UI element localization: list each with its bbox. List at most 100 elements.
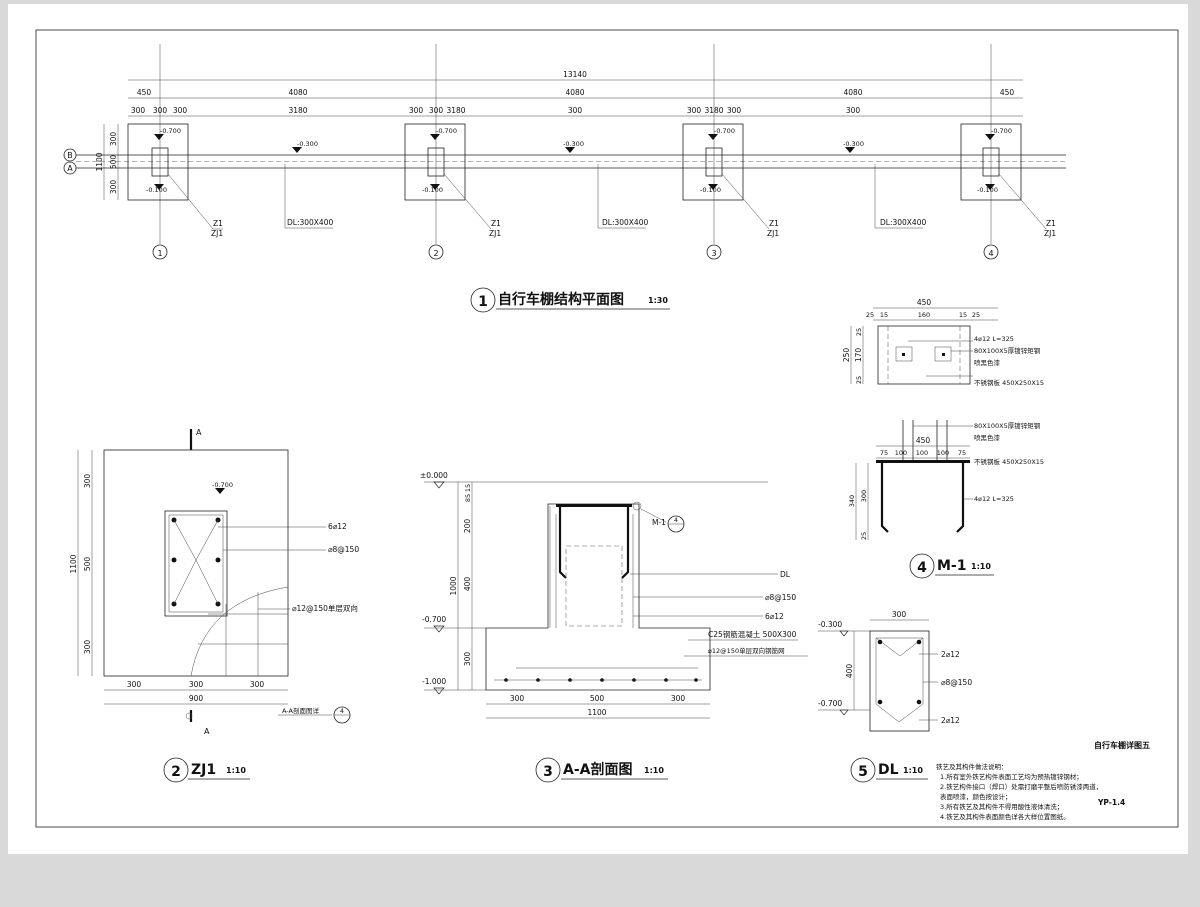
tie-line bbox=[195, 519, 219, 561]
m1-label-top-0: 4⌀12 L=325 bbox=[974, 335, 1014, 343]
side-dim-3: 1100 bbox=[95, 152, 104, 171]
drawing-border bbox=[35, 29, 1179, 828]
zj1-bar-0: 6⌀12 bbox=[328, 522, 347, 531]
rebar-dot bbox=[568, 678, 572, 682]
notes-heading: 铁艺及其构件做法说明： bbox=[936, 762, 1008, 771]
title-bubble-2 bbox=[163, 757, 189, 783]
elev-marks: -0.700 -0.100 -0.700 -0.100 -0.700 -0.10… bbox=[146, 127, 1012, 194]
section-cut-dot bbox=[185, 712, 193, 720]
embed-plate bbox=[556, 504, 632, 507]
m1-tube bbox=[895, 346, 913, 362]
sec-dim-5: 300 bbox=[463, 652, 472, 667]
plan-title: 自行车棚结构平面图 bbox=[498, 291, 624, 308]
leader-zj1-1 bbox=[167, 173, 214, 230]
m1-label-top-3: 不锈钢板 450X250X15 bbox=[974, 378, 1044, 387]
zj1-label-3: ZJ1 bbox=[767, 229, 779, 238]
dl-title: DL bbox=[878, 762, 899, 778]
elev-triangle bbox=[708, 134, 718, 140]
m1-side-dim-2: 250 bbox=[842, 348, 851, 363]
m1-anchor-left bbox=[880, 463, 889, 533]
m1-label-top-1: 80X100X5厚镀锌矩钢 bbox=[974, 346, 1041, 355]
sec-elev-0: ±0.000 bbox=[420, 471, 448, 480]
rebar-dot bbox=[877, 639, 883, 645]
m1-tube bbox=[934, 346, 952, 362]
z1-label-3: Z1 bbox=[769, 219, 779, 228]
section-aa: ±0.000 -0.700 -1.000 15 85 200 400 bbox=[420, 471, 808, 783]
m1-plate bbox=[877, 325, 971, 385]
zj1-dim-side-3: 1100 bbox=[69, 554, 78, 573]
ref-leader bbox=[640, 508, 667, 523]
zj1-bar-2: ⌀12@150单层双向 bbox=[292, 603, 358, 613]
footing-2 bbox=[404, 123, 466, 201]
rebar-dot bbox=[504, 678, 508, 682]
axis-4-bubble bbox=[983, 244, 999, 260]
m1-top-dim-2: 15 bbox=[880, 311, 888, 319]
dim-total: 13140 bbox=[563, 70, 587, 79]
m1-bar bbox=[942, 353, 945, 356]
m1-anchor-right bbox=[956, 463, 965, 533]
m1-top-dim-4: 15 bbox=[959, 311, 967, 319]
column-2 bbox=[427, 147, 445, 177]
dl-top-dim: 300 bbox=[892, 610, 907, 619]
sec-dim-2: 200 bbox=[463, 519, 472, 534]
title-number-5: 5 bbox=[858, 764, 868, 780]
section-mark-bottom: A bbox=[204, 727, 210, 736]
elev-beam-1: -0.300 bbox=[297, 140, 318, 148]
dim-row2-3: 4080 bbox=[843, 88, 862, 97]
notes-line-3: 3.所有铁艺及其构件不得用酸性液体清洗； bbox=[940, 802, 1063, 811]
sheet-title: 自行车棚详图五 bbox=[1094, 740, 1150, 750]
notes-line-0: 1.所有室外铁艺构件表面工艺均为预热镀锌钢材； bbox=[940, 772, 1083, 781]
elev-beam-3: -0.300 bbox=[843, 140, 864, 148]
m1-side-dim-0: 25 bbox=[855, 328, 863, 336]
dim-row3-11: 300 bbox=[846, 106, 861, 115]
title-bubble-1 bbox=[470, 287, 496, 313]
plan-scale: 1:30 bbox=[648, 296, 668, 305]
elev-top-3: -0.700 bbox=[714, 127, 735, 135]
axis-3-label: 3 bbox=[711, 249, 716, 258]
leader-zj1-3 bbox=[721, 173, 770, 230]
m1-title: M-1 bbox=[937, 558, 966, 574]
m1-bar bbox=[902, 353, 905, 356]
dl-beam bbox=[869, 630, 930, 732]
zj1-title: ZJ1 bbox=[191, 762, 216, 778]
axis-2-label: 2 bbox=[433, 249, 438, 258]
footing-section bbox=[485, 503, 711, 691]
dim-row3-4: 300 bbox=[409, 106, 424, 115]
rebar-dot bbox=[632, 678, 636, 682]
anchor-bar-right bbox=[621, 507, 630, 579]
elev-triangle bbox=[985, 184, 995, 190]
dim-row2-1: 4080 bbox=[288, 88, 307, 97]
zj1-dim-bottom-0: 300 bbox=[127, 680, 142, 689]
leader-zj1-2 bbox=[443, 173, 492, 230]
m1-label-bot-0: 80X100X5厚镀锌矩钢 bbox=[974, 421, 1041, 430]
title-number-1: 1 bbox=[478, 294, 488, 310]
axis-4-label: 4 bbox=[988, 249, 993, 258]
dim-row3-7: 300 bbox=[568, 106, 583, 115]
elev-bottom-1: -0.100 bbox=[146, 186, 167, 194]
zj1-dim-bottom-3: 900 bbox=[189, 694, 204, 703]
elev-triangle bbox=[708, 184, 718, 190]
sec-elev-2: -1.000 bbox=[422, 677, 446, 686]
sec-ref-mark: M-1 bbox=[652, 518, 666, 527]
m1-plate-elev bbox=[876, 460, 970, 463]
rebar-dot bbox=[600, 678, 604, 682]
zj1-footing-outline bbox=[103, 449, 289, 677]
dl-scale: 1:10 bbox=[903, 766, 923, 775]
zj1-bar-1: ⌀8@150 bbox=[328, 545, 359, 554]
elev-top-1: -0.700 bbox=[160, 127, 181, 135]
axis-1-bubble bbox=[152, 244, 168, 260]
sec-dim-4: 1000 bbox=[449, 576, 458, 595]
column-1 bbox=[151, 147, 169, 177]
sec-ref-num: 4 bbox=[674, 516, 678, 524]
footing-4 bbox=[960, 123, 1022, 201]
zj1-dim-bottom-1: 300 bbox=[189, 680, 204, 689]
dl-detail: 300 -0.300 -0.700 400 2⌀12 ⌀8@150 2⌀12 5… bbox=[818, 610, 972, 783]
dim-row3-10: 300 bbox=[727, 106, 742, 115]
beam-label-3: DL:300X400 bbox=[880, 218, 926, 227]
footing-1 bbox=[127, 123, 189, 201]
elev-triangle bbox=[430, 134, 440, 140]
sec-dim-1: 85 bbox=[464, 494, 472, 502]
axis-2-bubble bbox=[428, 244, 444, 260]
zj1-label-2: ZJ1 bbox=[489, 229, 501, 238]
leader-zj1-4 bbox=[998, 173, 1047, 230]
